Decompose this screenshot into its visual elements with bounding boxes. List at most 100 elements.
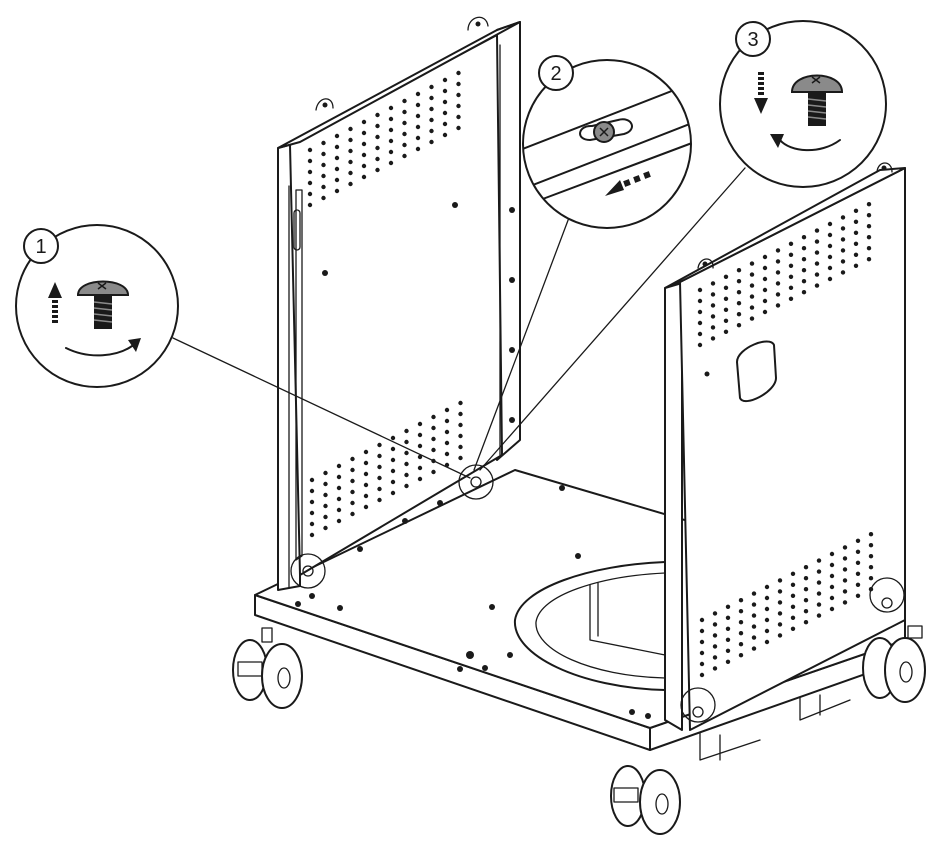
perforation-hole <box>361 119 367 125</box>
perforation-hole <box>377 453 382 459</box>
perforation-hole <box>751 624 757 629</box>
perforation-hole <box>814 261 820 266</box>
leader-lines <box>172 167 746 479</box>
perforation-hole <box>388 116 394 122</box>
perforation-hole <box>814 250 820 255</box>
perforation-hole <box>712 611 718 616</box>
perforation-hole <box>775 259 781 264</box>
perforation-hole <box>736 312 742 317</box>
perforation-hole <box>388 127 394 133</box>
perforation-hole <box>377 464 382 470</box>
perforation-hole <box>323 481 328 487</box>
perforation-hole <box>790 626 796 631</box>
perforation-hole <box>816 569 822 574</box>
perforation-hole <box>775 292 781 297</box>
perforation-hole <box>323 492 328 498</box>
perforation-hole <box>458 411 463 417</box>
perforation-hole <box>456 70 461 76</box>
perforation-hole <box>334 166 340 172</box>
perforation-hole <box>404 472 409 478</box>
perforation-hole <box>429 106 434 112</box>
perforation-hole <box>749 261 755 266</box>
perforation-hole <box>842 567 848 572</box>
perforation-hole <box>404 483 409 489</box>
perforation-hole <box>775 248 781 253</box>
perforation-hole <box>699 628 705 634</box>
perforation-hole <box>803 587 809 592</box>
perforation-hole <box>749 294 755 299</box>
perforation-hole <box>699 650 705 656</box>
callout-3-badge <box>735 21 771 57</box>
perforation-hole <box>307 158 313 164</box>
perforation-hole <box>336 474 342 480</box>
perforation-hole <box>725 637 731 642</box>
right-panel-holes-lower <box>699 532 874 678</box>
perforation-hole <box>777 611 783 616</box>
perforation-hole <box>388 160 394 166</box>
perforation-hole <box>699 672 705 678</box>
perforation-hole <box>402 120 407 126</box>
perforation-hole <box>751 613 757 618</box>
perforation-hole <box>738 598 744 603</box>
callout-1-badge <box>23 228 59 264</box>
perforation-hole <box>840 215 846 220</box>
perforation-hole <box>749 283 755 288</box>
perforation-hole <box>431 414 436 420</box>
perforation-hole <box>764 595 770 601</box>
perforation-hole <box>710 336 716 341</box>
perforation-hole <box>842 578 848 583</box>
perforation-hole <box>429 139 434 145</box>
perforation-hole <box>840 226 846 231</box>
perforation-hole <box>442 121 448 127</box>
perforation-hole <box>417 454 423 460</box>
perforation-hole <box>458 455 463 461</box>
perforation-hole <box>725 659 731 664</box>
perforation-hole <box>827 221 833 227</box>
perforation-hole <box>710 281 716 286</box>
perforation-hole <box>775 303 781 308</box>
perforation-hole <box>377 486 382 492</box>
perforation-hole <box>309 521 315 527</box>
perforation-hole <box>375 134 380 140</box>
perforation-hole <box>458 422 463 428</box>
perforation-hole <box>829 551 835 557</box>
perforation-hole <box>814 239 820 244</box>
perforation-hole <box>855 538 861 543</box>
perforation-hole <box>361 130 367 136</box>
perforation-hole <box>444 429 450 435</box>
perforation-hole <box>749 305 755 310</box>
perforation-hole <box>803 620 809 625</box>
perforation-hole <box>323 503 328 509</box>
perforation-hole <box>309 532 315 538</box>
perforation-hole <box>334 177 340 183</box>
perforation-hole <box>736 290 742 295</box>
perforation-hole <box>444 440 450 446</box>
perforation-hole <box>777 633 783 638</box>
perforation-hole <box>803 598 809 603</box>
perforation-hole <box>336 507 342 513</box>
callout-2-badge <box>538 55 574 91</box>
callout-1-number: 1 <box>35 236 46 258</box>
perforation-hole <box>868 554 874 559</box>
perforation-hole <box>736 301 742 306</box>
screw-icon <box>76 280 130 329</box>
perforation-hole <box>840 237 846 242</box>
perforation-hole <box>762 287 768 293</box>
perforation-hole <box>788 252 794 257</box>
perforation-hole <box>853 219 859 224</box>
perforation-hole <box>712 622 718 627</box>
perforation-hole <box>361 141 367 147</box>
perforation-hole <box>777 600 783 605</box>
perforation-hole <box>725 648 731 653</box>
perforation-hole <box>801 290 807 295</box>
perforation-hole <box>390 490 396 496</box>
perforation-hole <box>375 112 380 118</box>
perforation-hole <box>816 580 822 585</box>
perforation-hole <box>738 631 744 636</box>
perforation-hole <box>764 617 770 623</box>
perforation-hole <box>415 146 421 152</box>
callout-3-number: 3 <box>747 29 758 51</box>
perforation-hole <box>866 202 872 207</box>
keyhole-screw-icon <box>579 118 633 143</box>
perforation-hole <box>321 184 326 190</box>
